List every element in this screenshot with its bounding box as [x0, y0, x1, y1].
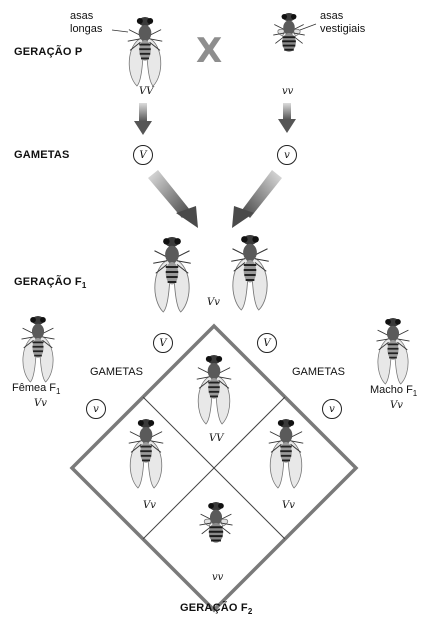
female-f1-genotype: Vv: [34, 398, 47, 409]
right-parent-genotype: vv: [282, 86, 294, 97]
female-f1-label: Fêmea F1: [12, 382, 61, 397]
punnett-right-gametes-label: GAMETAS: [292, 366, 345, 378]
f1-genotype: Vv: [207, 297, 220, 308]
right-parent-desc-line2: vestigiais: [320, 23, 366, 35]
fruit-fly-long-wings-icon: [126, 16, 164, 87]
punnett-right-top-allele: V: [257, 333, 277, 353]
punnett-left-top-allele: V: [153, 333, 173, 353]
gametes-p-label: GAMETAS: [14, 149, 70, 161]
gamete-p-right-circle: v: [277, 145, 297, 165]
right-parent-desc-line1: asas: [320, 10, 344, 22]
gradient-arrow-icon: [232, 170, 282, 228]
punnett-cell-top-genotype: VV: [209, 433, 224, 444]
right-desc-leader-line: [299, 23, 317, 31]
left-parent-desc-line2: longas: [70, 23, 103, 35]
male-f1-label: Macho F1: [370, 384, 418, 399]
fruit-fly-vestigial-wings-icon: [272, 12, 306, 53]
fruit-fly-long-wings-icon: [375, 317, 411, 385]
cross-symbol: X: [196, 31, 223, 71]
left-parent-desc-line1: asas: [70, 10, 94, 22]
punnett-right-bottom-allele: v: [322, 399, 342, 419]
left-desc-leader-line: [111, 29, 129, 33]
generation-p-label: GERAÇÃO P: [14, 46, 83, 58]
gradient-arrow-icon: [148, 170, 198, 228]
punnett-cell-left-genotype: Vv: [143, 500, 156, 511]
generation-f1-label: GERAÇÃO F1: [14, 276, 87, 291]
gradient-arrow-icon: [134, 103, 152, 135]
gamete-p-left-circle: V: [133, 145, 153, 165]
punnett-left-gametes-label: GAMETAS: [90, 366, 143, 378]
punnett-cell-bottom-genotype: vv: [212, 572, 224, 583]
gradient-arrow-icon: [278, 103, 296, 133]
punnett-left-bottom-allele: v: [86, 399, 106, 419]
fruit-fly-long-wings-icon: [20, 315, 56, 383]
fruit-fly-long-wings-icon: [230, 234, 270, 311]
male-f1-genotype: Vv: [390, 400, 403, 411]
generation-f2-label: GERAÇÃO F2: [180, 602, 253, 617]
fruit-fly-long-wings-icon: [152, 236, 192, 313]
left-parent-genotype: VV: [139, 86, 154, 97]
punnett-divider-b: [142, 396, 286, 540]
punnett-cell-right-genotype: Vv: [282, 500, 295, 511]
